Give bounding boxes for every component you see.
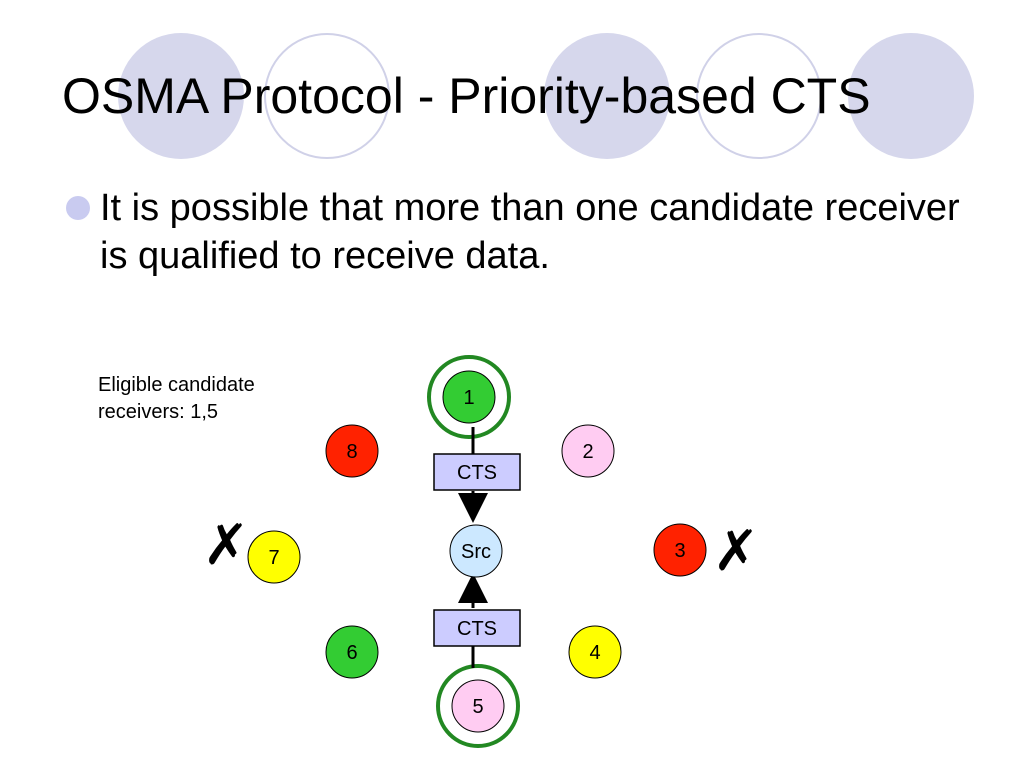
node-3: 3 [653,523,707,577]
reject-mark-7-icon: ✗ [203,513,250,578]
node-1-label: 1 [463,387,474,409]
note-line-1: Eligible candidate [98,374,255,396]
highlight-ring-5 [436,664,520,748]
node-2: 2 [561,424,615,478]
node-1: 1 [442,370,496,424]
node-7: 7 [247,530,301,584]
reject-mark-3-icon: ✗ [713,519,760,584]
node-8: 8 [325,424,379,478]
decor-circle-5 [848,33,974,159]
cts-box-top: CTS [433,453,521,491]
node-6-label: 6 [346,642,357,664]
slide-title: OSMA Protocol - Priority-based CTS [62,68,871,124]
node-3-label: 3 [674,540,685,562]
bullet-dot-icon [66,196,90,220]
bullet-text: It is possible that more than one candid… [100,187,960,277]
cts-box-bottom: CTS [433,609,521,647]
node-6: 6 [325,625,379,679]
cts-label-bottom: CTS [457,618,497,640]
decor-circle-1 [118,33,244,159]
node-8-label: 8 [346,441,357,463]
node-src: Src [449,524,503,578]
node-4: 4 [568,625,622,679]
node-7-label: 7 [268,547,279,569]
node-src-label: Src [461,541,491,563]
bullet-point: It is possible that more than one candid… [66,184,986,280]
node-5: 5 [451,679,505,733]
decor-circle-2 [264,33,390,159]
node-4-label: 4 [589,642,600,664]
node-2-label: 2 [582,441,593,463]
decor-circle-3 [544,33,670,159]
node-5-label: 5 [472,696,483,718]
eligible-receivers-note: Eligible candidate receivers: 1,5 [98,372,358,426]
note-line-2: receivers: 1,5 [98,401,219,423]
cts-label-top: CTS [457,462,497,484]
decor-circle-4 [696,33,822,159]
highlight-ring-1 [427,355,511,439]
